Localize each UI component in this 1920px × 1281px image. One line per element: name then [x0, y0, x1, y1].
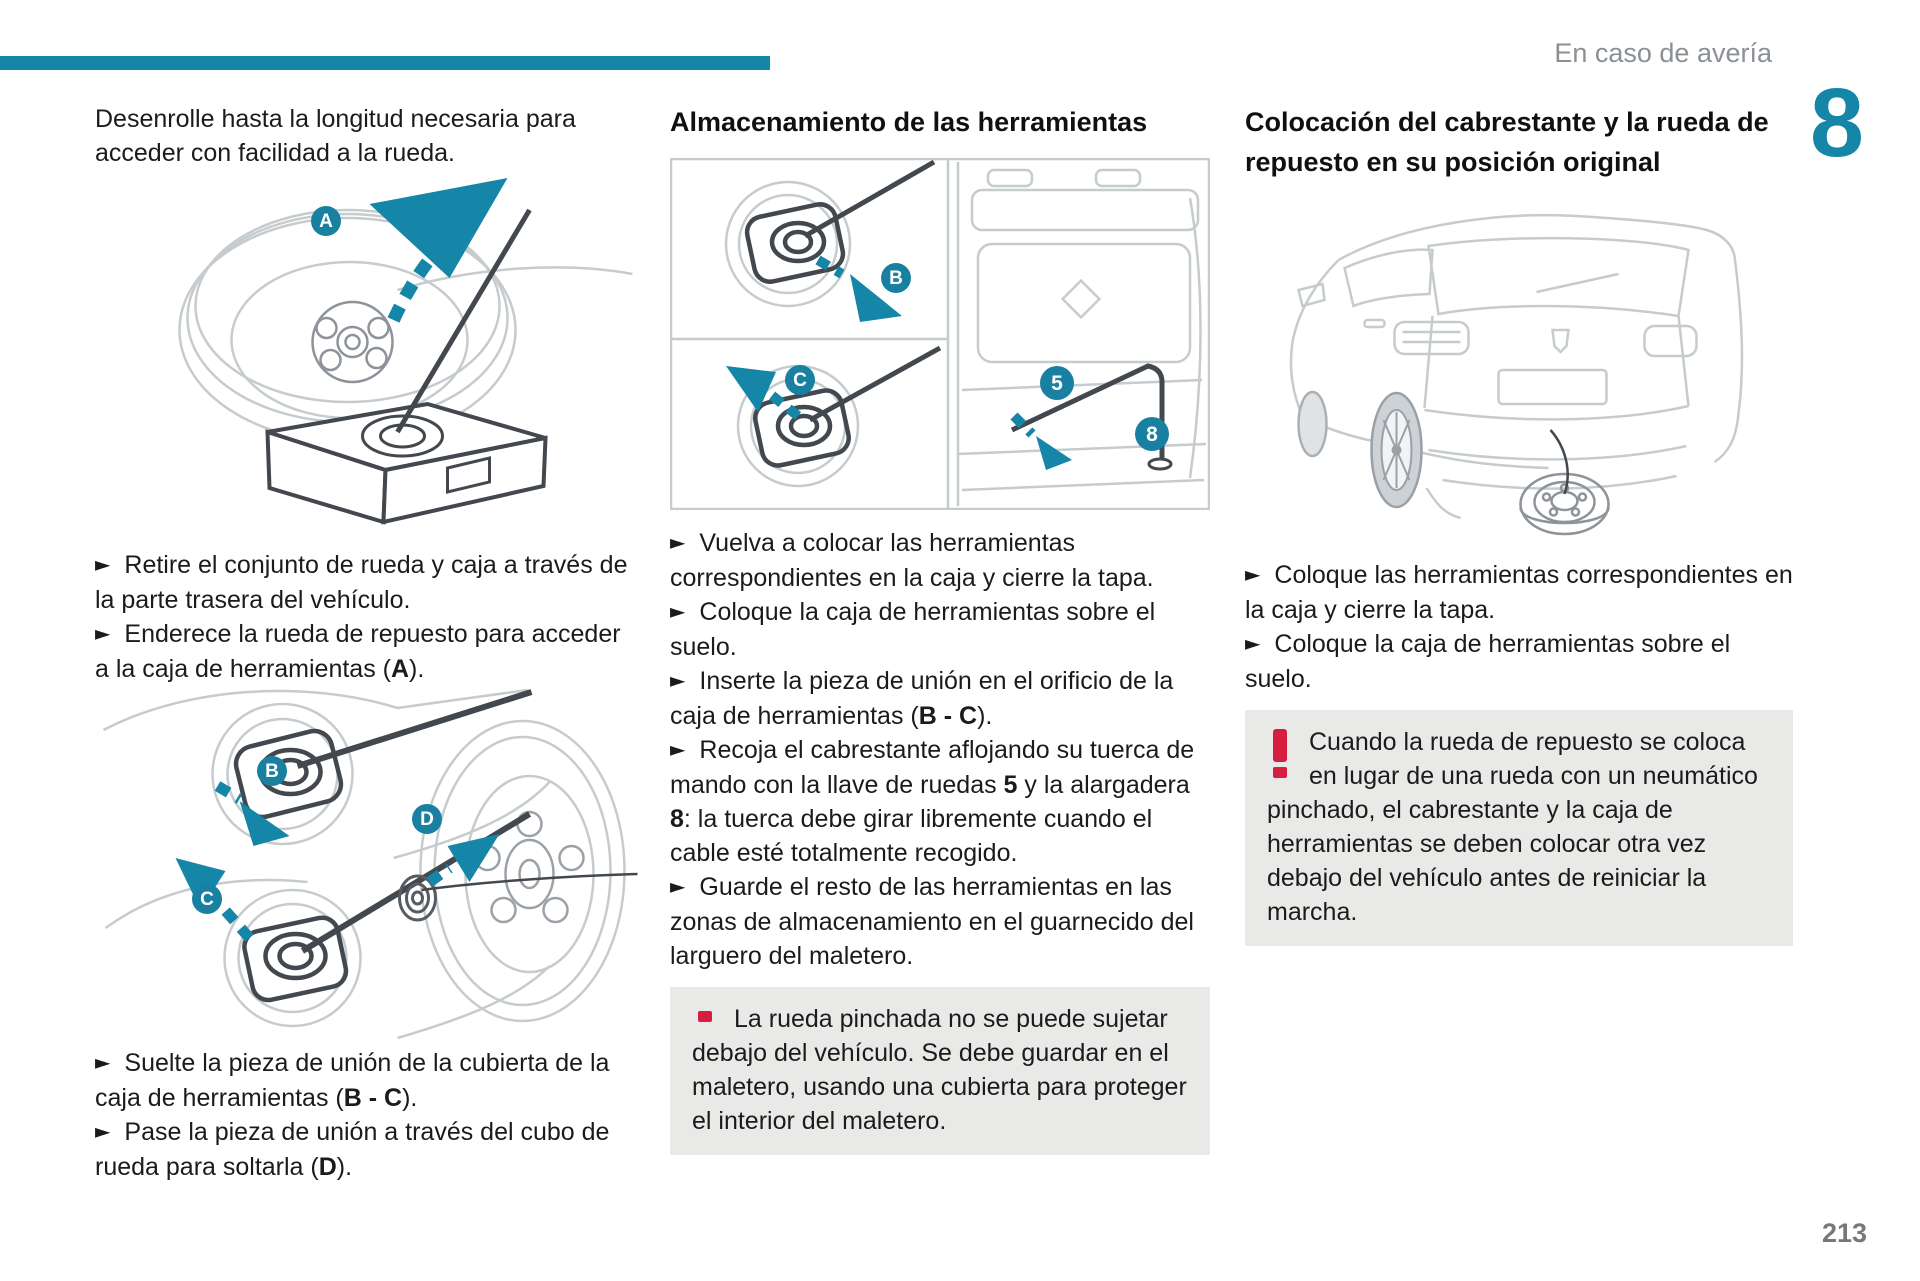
toolbox-release-illustration [102, 688, 638, 1040]
section-title-winch-reposition: Colocación del cabrestante y la rueda de… [1245, 107, 1769, 177]
bullet-text: Enderece la rueda de repuesto para acced… [95, 620, 621, 683]
callout-5: 5 [1040, 366, 1074, 400]
column-right: Colocación del cabrestante y la rueda de… [1245, 102, 1793, 946]
suv-rear-illustration [1289, 213, 1744, 536]
bullet-arrow-icon: ► [670, 668, 686, 692]
bullet-text: Coloque la caja de herramientas sobre el… [670, 598, 1156, 661]
callout-a: A [311, 206, 341, 236]
intro-paragraph: Desenrolle hasta la longitud necesaria p… [95, 105, 576, 167]
warning-text: Cuando la rueda de repuesto se coloca en… [1267, 728, 1758, 926]
running-header: En caso de avería [1554, 38, 1772, 68]
instruction-bullet: ►Enderece la rueda de repuesto para acce… [95, 617, 640, 686]
bullet-text: Inserte la pieza de unión en el orificio… [670, 667, 1174, 730]
bullet-arrow-icon: ► [95, 552, 111, 576]
bullet-text: Retire el conjunto de rueda y caja a tra… [95, 551, 628, 614]
instruction-bullet: ►Coloque las herramientas correspondient… [1245, 558, 1793, 627]
instructions: ►Coloque las herramientas correspondient… [1245, 558, 1793, 696]
warning-box: Cuando la rueda de repuesto se coloca en… [1245, 710, 1793, 946]
chapter-number: 8 [1810, 68, 1864, 177]
instruction-bullet: ►Recoja el cabrestante aflojando su tuer… [670, 733, 1210, 870]
warning-icon [698, 1006, 712, 1022]
column-left: Desenrolle hasta la longitud necesaria p… [95, 102, 640, 1184]
instruction-bullet: ►Inserte la pieza de unión en el orifici… [670, 664, 1210, 733]
chapter-color-bar [0, 56, 770, 70]
instructions-top: ►Retire el conjunto de rueda y caja a tr… [95, 548, 640, 686]
spare-wheel-illustration [178, 178, 633, 525]
callout-d: D [412, 804, 442, 834]
bullet-text: Suelte la pieza de unión de la cubierta … [95, 1049, 610, 1112]
bullet-arrow-icon: ► [95, 1119, 111, 1143]
callout-b: B [257, 756, 287, 786]
bullet-text: Coloque las herramientas correspondiente… [1245, 561, 1793, 624]
bullet-text: Guarde el resto de las herramientas en l… [670, 873, 1194, 970]
instruction-bullet: ►Guarde el resto de las herramientas en … [670, 870, 1210, 973]
bullet-arrow-icon: ► [95, 1050, 111, 1074]
warning-box: La rueda pinchada no se puede sujetar de… [670, 987, 1210, 1155]
figure-toolbox-release: B C D [95, 686, 640, 1046]
warning-icon [1273, 729, 1287, 778]
bullet-arrow-icon: ► [1245, 631, 1261, 655]
callout-c: C [785, 365, 815, 395]
instructions-bottom: ►Suelte la pieza de unión de la cubierta… [95, 1046, 640, 1184]
figure-tool-storage: B C 5 8 [670, 158, 1210, 510]
figure-spare-wheel-toolbox: A [95, 170, 640, 548]
instruction-bullet: ►Pase la pieza de unión a través del cub… [95, 1115, 640, 1184]
bullet-arrow-icon: ► [95, 621, 111, 645]
instruction-bullet: ►Coloque la caja de herramientas sobre e… [670, 595, 1210, 664]
bullet-arrow-icon: ► [670, 737, 686, 761]
page-number: 213 [1822, 1218, 1868, 1248]
figure-winch-spare-position [1245, 198, 1793, 546]
callout-c: C [192, 884, 222, 914]
bullet-arrow-icon: ► [670, 599, 686, 623]
tool-storage-illustration [670, 158, 1210, 510]
bullet-arrow-icon: ► [670, 874, 686, 898]
instructions: ►Vuelva a colocar las herramientas corre… [670, 526, 1210, 973]
column-middle: Almacenamiento de las herramientas [670, 102, 1210, 1155]
bullet-text: Coloque la caja de herramientas sobre el… [1245, 630, 1731, 693]
bullet-text: Pase la pieza de unión a través del cubo… [95, 1118, 610, 1181]
section-title-tool-storage: Almacenamiento de las herramientas [670, 107, 1148, 137]
bullet-text: Vuelva a colocar las herramientas corres… [670, 529, 1154, 592]
instruction-bullet: ►Coloque la caja de herramientas sobre e… [1245, 627, 1793, 696]
bullet-text: Recoja el cabrestante aflojando su tuerc… [670, 736, 1195, 867]
instruction-bullet: ►Suelte la pieza de unión de la cubierta… [95, 1046, 640, 1115]
callout-b: B [881, 263, 911, 293]
warning-text: La rueda pinchada no se puede sujetar de… [692, 1005, 1187, 1135]
callout-8: 8 [1135, 417, 1169, 451]
instruction-bullet: ►Vuelva a colocar las herramientas corre… [670, 526, 1210, 595]
bullet-arrow-icon: ► [1245, 562, 1261, 586]
instruction-bullet: ►Retire el conjunto de rueda y caja a tr… [95, 548, 640, 617]
bullet-arrow-icon: ► [670, 530, 686, 554]
